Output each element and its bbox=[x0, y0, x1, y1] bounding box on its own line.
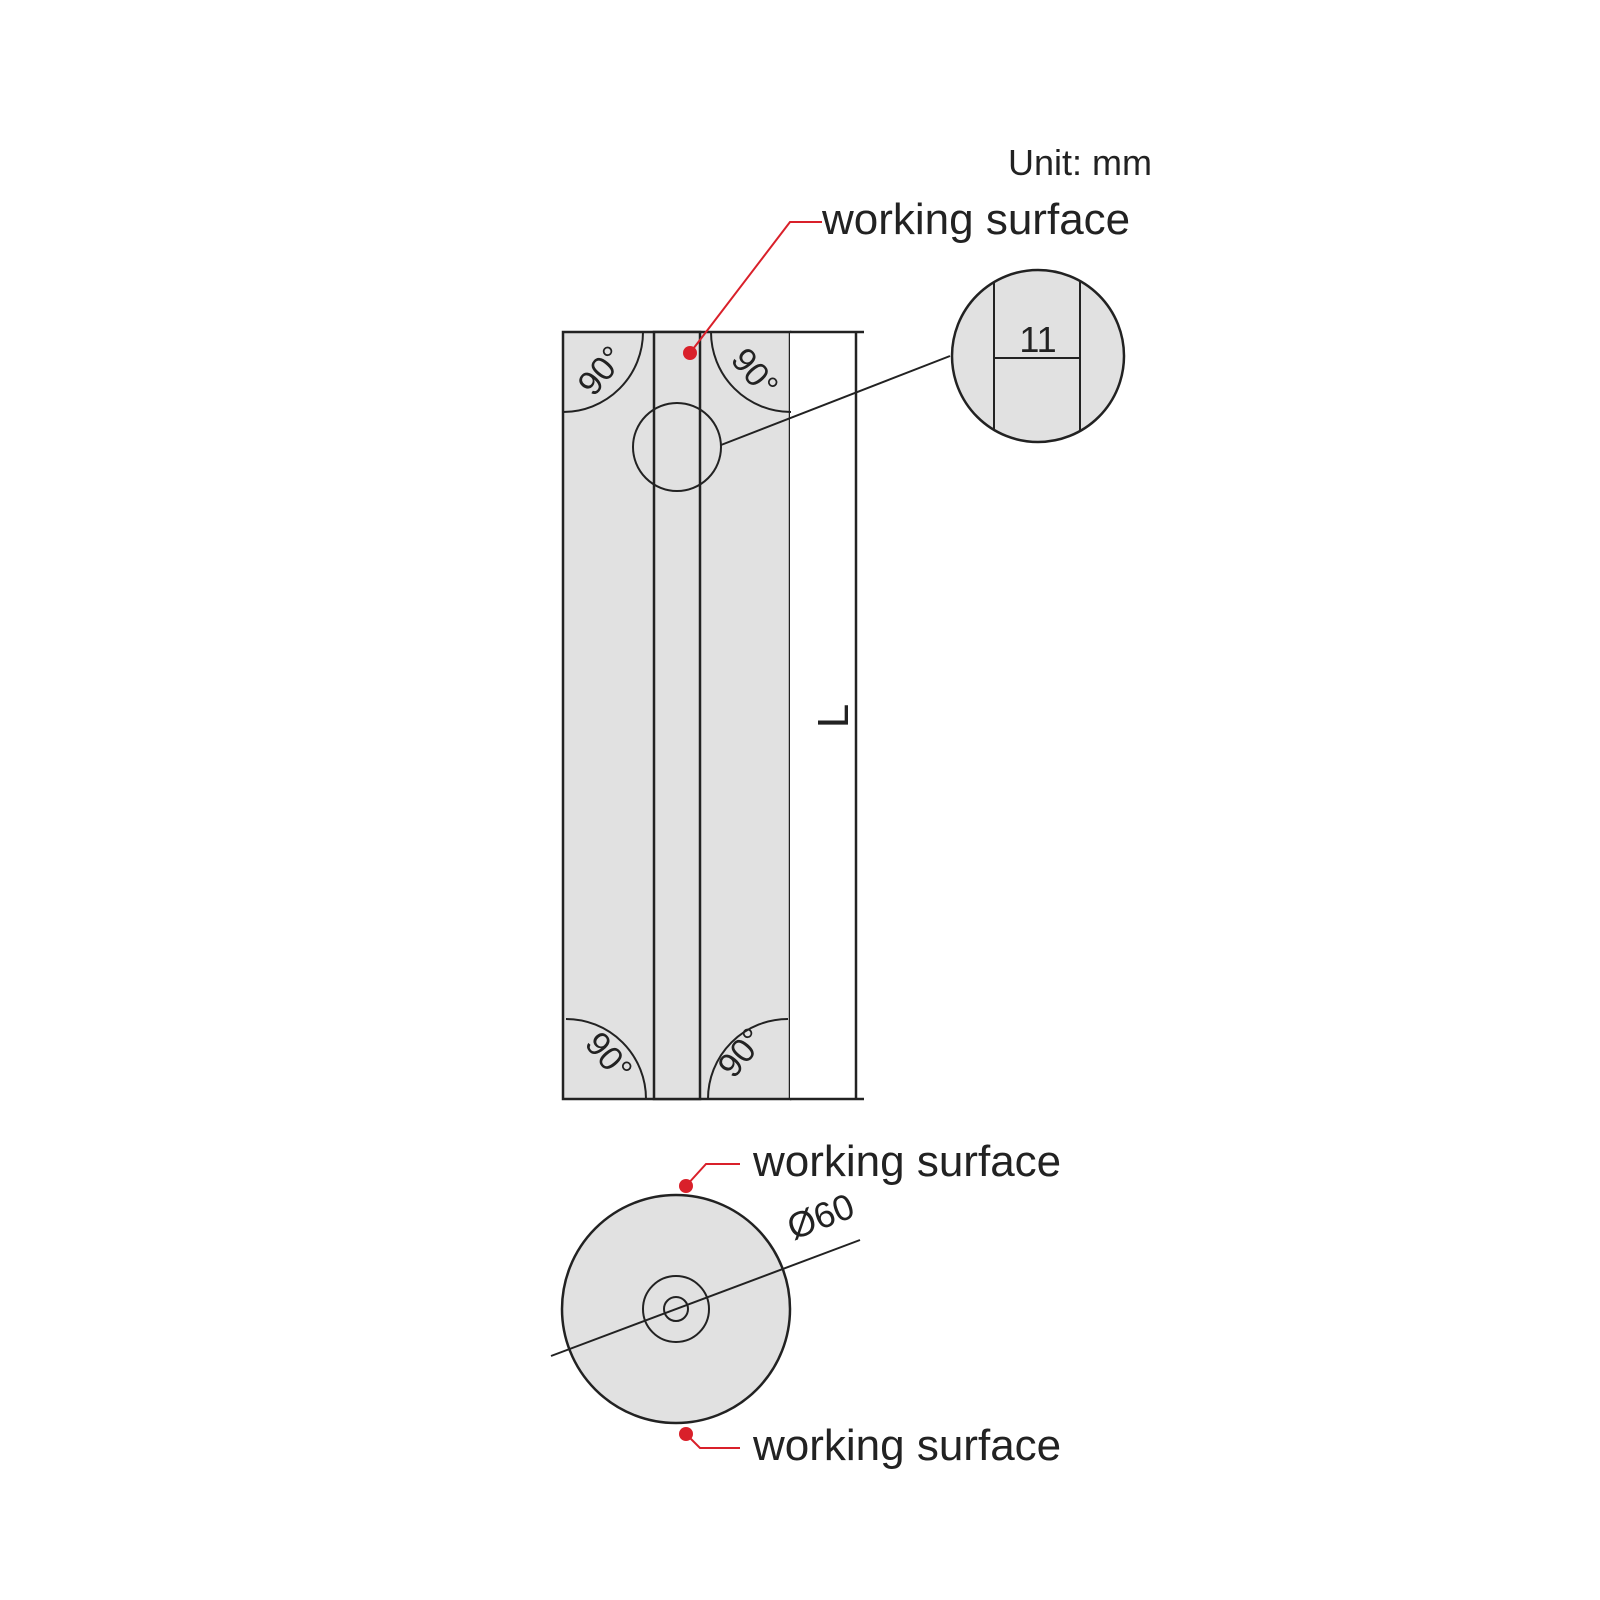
detail-marker-circle bbox=[632, 402, 722, 492]
working-surface-label-end-top: working surface bbox=[752, 1137, 1061, 1186]
working-surface-leader-end-bottom bbox=[685, 1433, 740, 1449]
angle-arc-bottom-left bbox=[565, 1018, 647, 1100]
working-surface-dot-top bbox=[683, 346, 697, 360]
unit-label: Unit: mm bbox=[1008, 142, 1152, 183]
length-label: L bbox=[809, 704, 858, 728]
groove bbox=[652, 330, 702, 1101]
working-surface-leader-top bbox=[689, 221, 822, 354]
working-surface-label-top: working surface bbox=[821, 195, 1130, 244]
angle-arc-top-right bbox=[710, 331, 792, 413]
working-surface-leader-end-top bbox=[685, 1163, 740, 1187]
diameter-line bbox=[550, 1239, 861, 1357]
detail-leader bbox=[720, 355, 951, 446]
angle-arc-top-left bbox=[562, 331, 644, 413]
side-view: L 90° 90° 90° 90° working surface bbox=[561, 195, 1130, 1101]
side-strip bbox=[790, 332, 856, 1099]
working-surface-dot-end-bottom bbox=[679, 1427, 693, 1441]
end-view: Ø60 working surface working surface bbox=[550, 1137, 1061, 1470]
working-surface-dot-end-top bbox=[679, 1179, 693, 1193]
angle-arc-bottom-right bbox=[707, 1018, 789, 1100]
detail-view: 11 bbox=[950, 268, 1126, 444]
diameter-label: Ø60 bbox=[781, 1185, 859, 1248]
working-surface-label-end-bottom: working surface bbox=[752, 1421, 1061, 1470]
groove-width-label: 11 bbox=[1019, 319, 1056, 360]
